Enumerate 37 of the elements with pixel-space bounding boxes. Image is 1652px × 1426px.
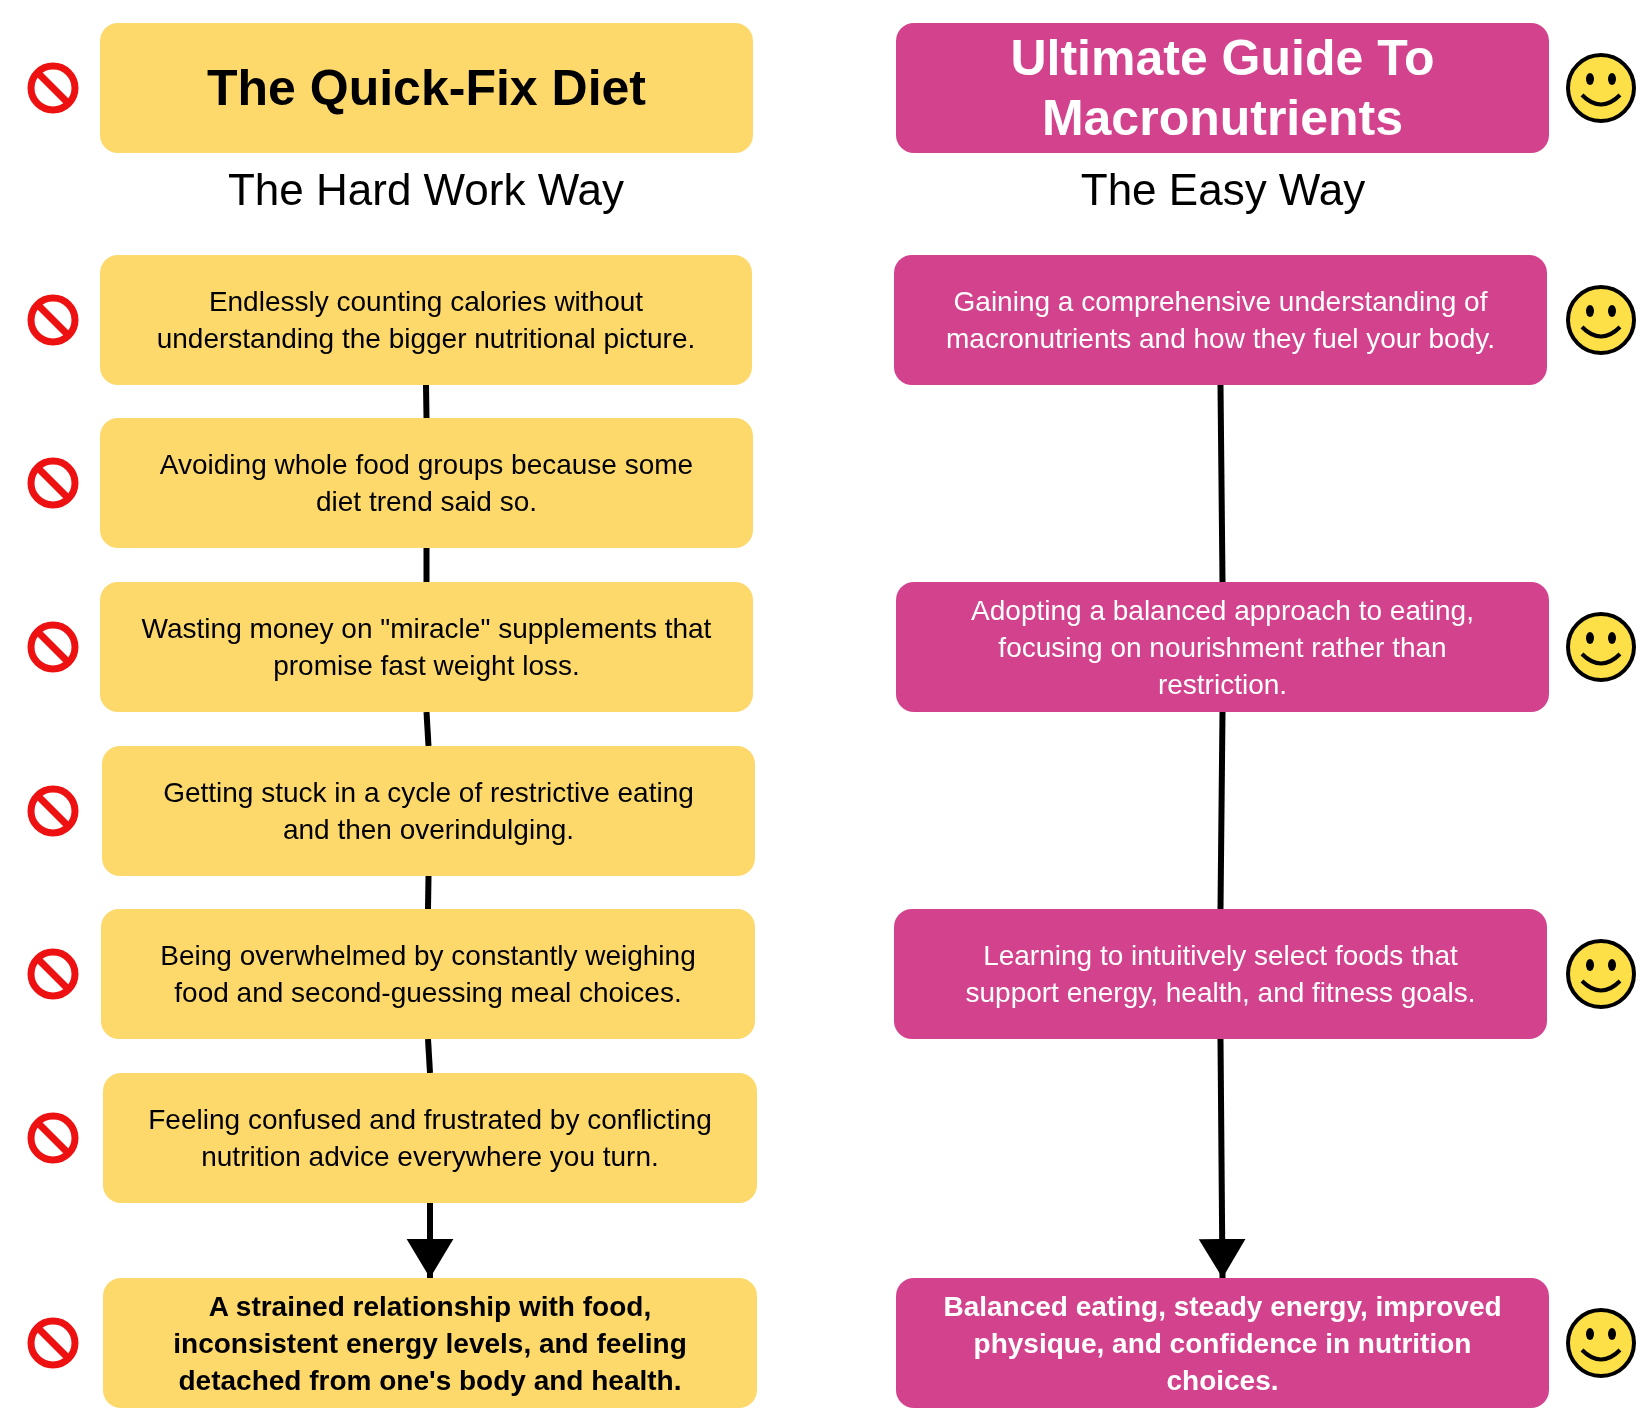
title-text: The Quick-Fix Diet — [207, 59, 646, 118]
box-text: Learning to intuitively select foods that support energy, health, and fitness goals. — [964, 939, 1477, 1010]
step-box — [100, 582, 753, 712]
connector-line — [1217, 711, 1226, 910]
step-box — [896, 582, 1549, 712]
step-box — [100, 418, 753, 548]
box-text: Endlessly counting calories without understanding the bigger nutritional picture. — [155, 285, 697, 356]
box-text: Balanced eating, steady energy, improved physique, and confidence in nutrition choices. — [942, 1289, 1503, 1398]
step-box — [103, 1073, 757, 1203]
connector-line — [423, 711, 432, 747]
subtitle: The Easy Way — [1079, 165, 1367, 215]
connector-line — [425, 1038, 433, 1074]
box-text: Avoiding whole food groups because some diet trend said so. — [158, 448, 695, 519]
result-box — [896, 1278, 1549, 1408]
step-box — [894, 255, 1547, 385]
box-text: Gaining a comprehensive understanding of macronutrients and how they fuel your body. — [945, 285, 1496, 356]
box-text: A strained relationship with food, inconsistent energy levels, and feeling detached from one's body and health. — [172, 1289, 688, 1398]
step-box — [100, 255, 752, 385]
box-text: Feeling confused and frustrated by conflicting nutrition advice everywhere you turn. — [147, 1103, 713, 1174]
step-box — [101, 909, 755, 1039]
result-box — [103, 1278, 757, 1408]
step-box — [102, 746, 755, 876]
box-text: Adopting a balanced approach to eating, focusing on nourishment rather than restriction. — [970, 593, 1475, 702]
title-text: Ultimate Guide To Macronutrients — [1009, 29, 1436, 148]
arrow — [1198, 1038, 1246, 1279]
box-text: Getting stuck in a cycle of restrictive eating and then overindulging. — [162, 776, 695, 847]
title-box — [896, 23, 1549, 153]
subtitle: The Hard Work Way — [226, 165, 626, 215]
connector-line — [425, 875, 432, 910]
title-box — [100, 23, 753, 153]
connector-line — [423, 548, 430, 582]
box-text: Being overwhelmed by constantly weighing food and second-guessing meal choices. — [159, 939, 697, 1010]
box-text: Wasting money on "miracle" supplements that promise fast weight loss. — [140, 612, 713, 683]
arrow — [406, 1203, 454, 1278]
step-box — [894, 909, 1547, 1039]
connector-line — [423, 384, 430, 419]
connector-line — [1217, 384, 1226, 583]
